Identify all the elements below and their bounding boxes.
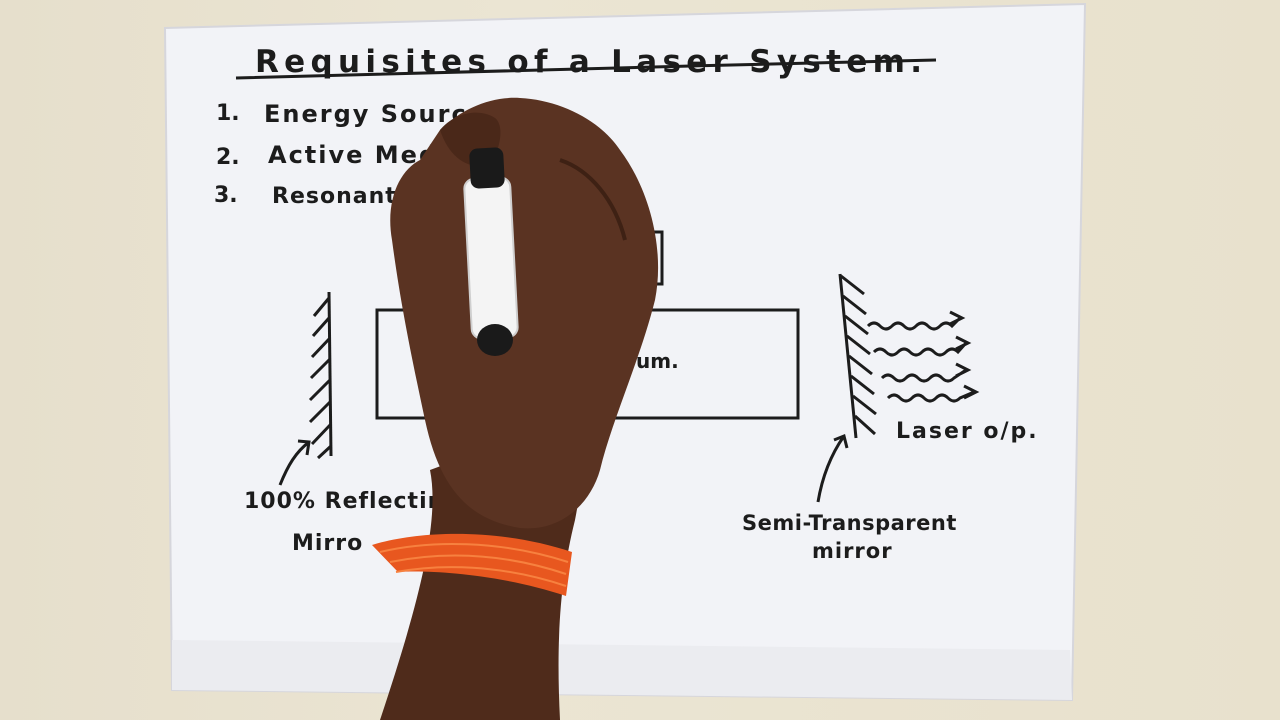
left-mirror-arrow xyxy=(278,439,311,486)
list-item-number: 1. xyxy=(216,101,240,126)
right-mirror-arrow xyxy=(816,433,849,503)
marker-tip xyxy=(477,324,513,356)
list-item: Active Med xyxy=(268,141,438,169)
list-item-number: 2. xyxy=(216,145,240,170)
knuckle-shading xyxy=(559,158,627,241)
laser-output-waves xyxy=(866,310,980,403)
bracelet-thread xyxy=(379,542,569,587)
marker-cap-top xyxy=(469,147,505,189)
right-mirror-label-line2: mirror xyxy=(812,539,893,563)
marker-body xyxy=(463,176,519,340)
right-mirror-label-line1: Semi-Transparent xyxy=(742,511,957,535)
paper-shadow xyxy=(172,640,1072,700)
left-mirror xyxy=(308,291,333,460)
output-label: Laser o/p. xyxy=(896,419,1039,444)
right-mirror xyxy=(838,273,877,439)
medium-label: um. xyxy=(636,349,679,373)
hand-with-marker xyxy=(372,97,659,720)
title-underline xyxy=(235,58,937,80)
list-item: Resonant xyxy=(272,184,397,209)
hand xyxy=(390,97,659,529)
left-mirror-label-line2: Mirro xyxy=(292,531,363,556)
left-mirror-label-line1: 100% Reflectin xyxy=(244,489,444,514)
list-item-number: 3. xyxy=(214,183,238,208)
